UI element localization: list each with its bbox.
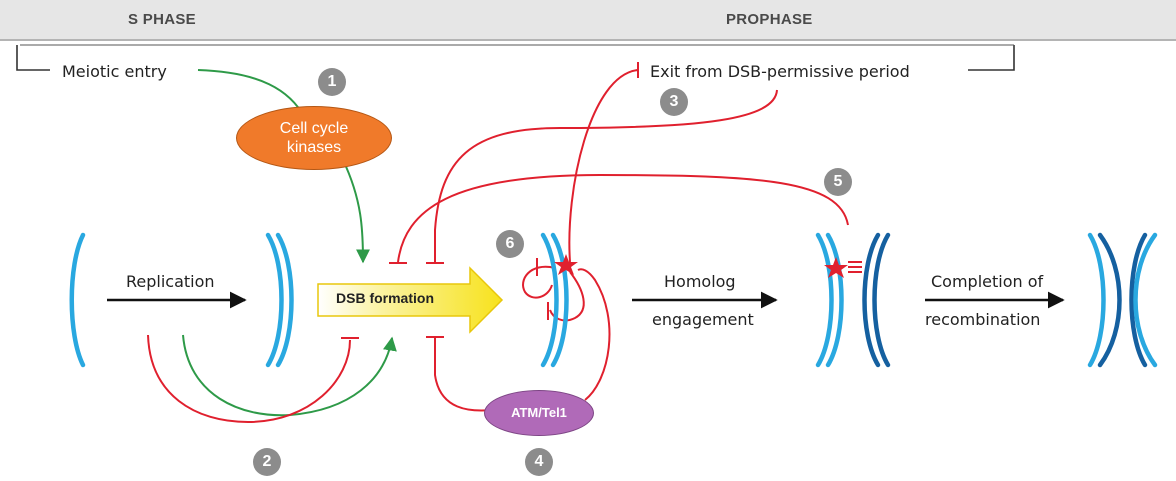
prophase-label: PROPHASE: [726, 11, 813, 28]
step-badge-1: 1: [318, 68, 346, 96]
step-badge-4: 4: [525, 448, 553, 476]
inhibition-lines: [147, 62, 849, 424]
chromosome-single: [69, 232, 86, 368]
homolog-label: Homolog: [664, 272, 736, 291]
chromosome-dsb-left: [540, 232, 559, 368]
step-badge-6: 6: [496, 230, 524, 258]
strand-invasion-marks: [848, 261, 862, 273]
engagement-label: engagement: [652, 310, 754, 329]
exit-dsb-period-label: Exit from DSB-permissive period: [650, 62, 910, 81]
step-badge-2: 2: [253, 448, 281, 476]
step-badge-5: 5: [824, 168, 852, 196]
phase-header-bar: [0, 0, 1176, 41]
chromosome-replicated-left: [265, 232, 284, 368]
chromosome-replicated-right: [275, 232, 294, 368]
meiotic-entry-label: Meiotic entry: [62, 62, 167, 81]
dsb-star-icon: [554, 254, 578, 275]
cell-cycle-kinases-line2: kinases: [286, 139, 342, 156]
replication-label: Replication: [126, 272, 215, 291]
chromosomes: [69, 232, 1158, 368]
step-badge-3: 3: [660, 88, 688, 116]
s-phase-label: S PHASE: [128, 11, 196, 28]
chromosome-dsb-right: [550, 232, 569, 368]
completion-of-label: Completion of: [931, 272, 1044, 291]
timeline-brackets: [16, 44, 1015, 71]
dsb-formation-label: DSB formation: [336, 290, 434, 306]
dsb-star-icon: [824, 257, 848, 278]
recombination-label: recombination: [925, 310, 1041, 329]
atm-tel1-ellipse: ATM/Tel1: [484, 390, 594, 436]
cell-cycle-kinases-line1: Cell cycle: [279, 120, 349, 137]
dsb-formation-arrow: [317, 266, 504, 334]
cell-cycle-kinases-ellipse: Cell cycle kinases: [236, 106, 392, 170]
